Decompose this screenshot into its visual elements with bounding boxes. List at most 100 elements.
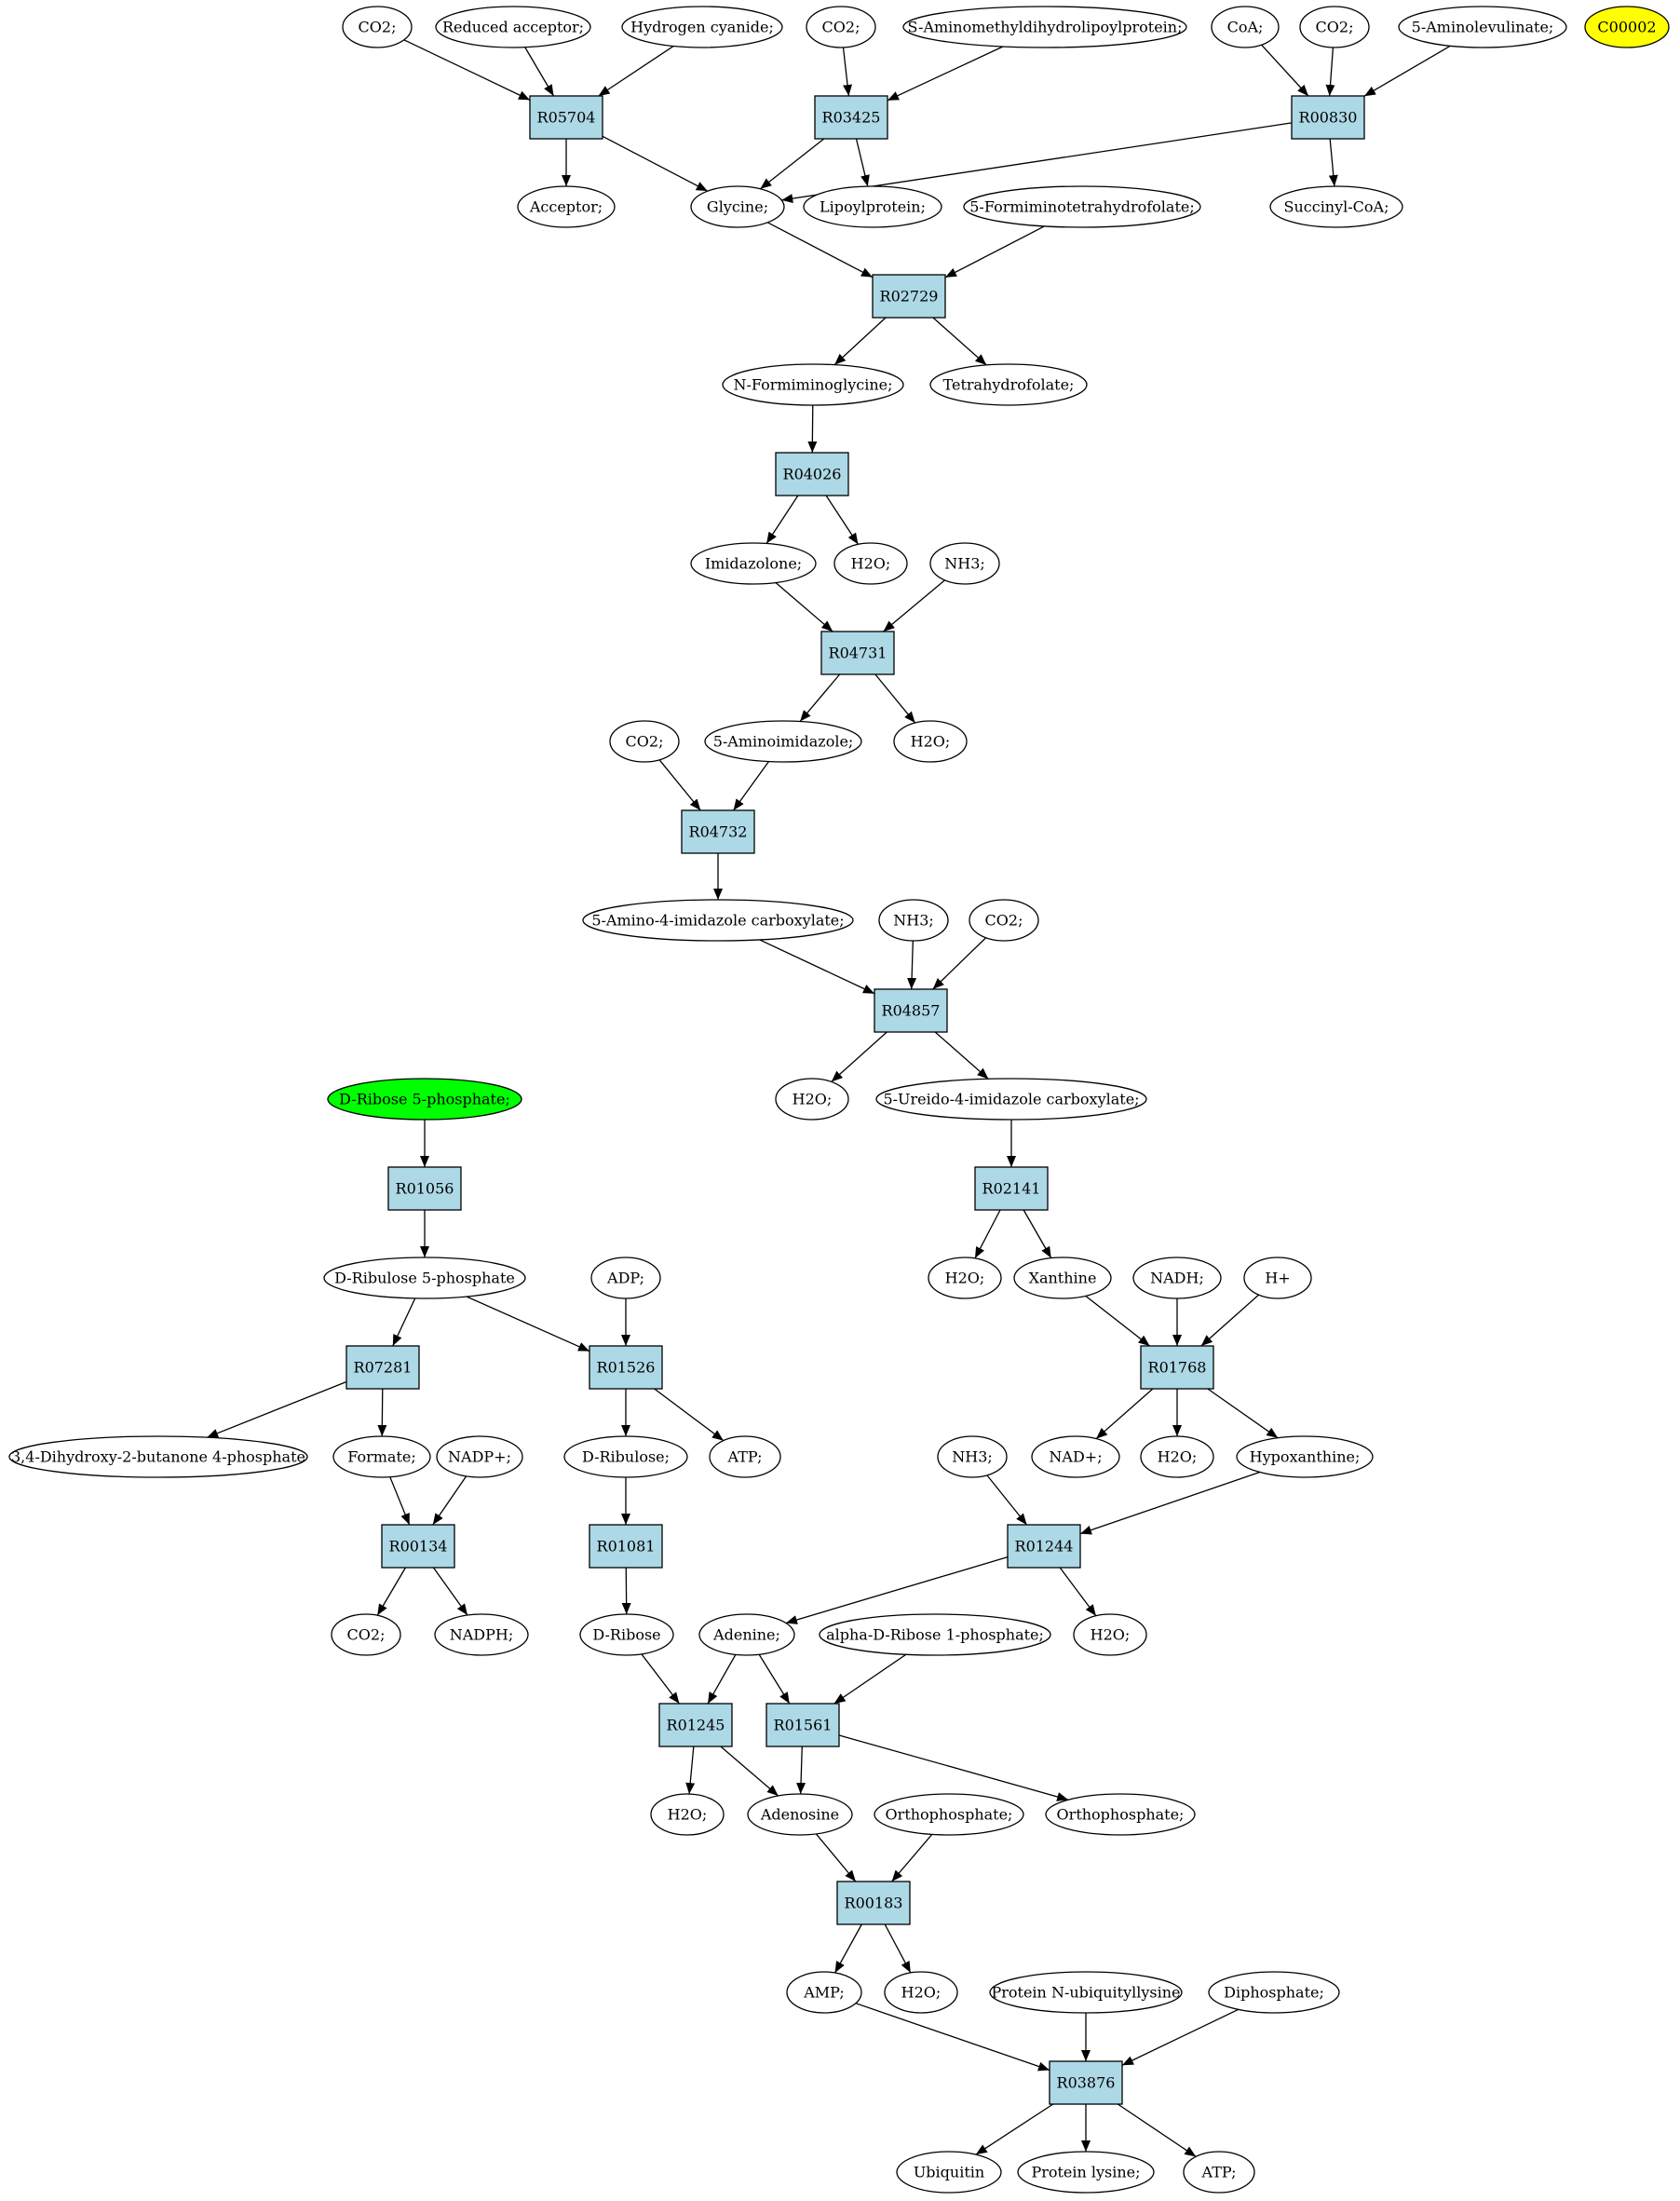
node-label: H+ (1265, 1270, 1290, 1287)
compound-node-c_adenosine[interactable]: Adenosine (747, 1793, 853, 1836)
compound-node-c_adp[interactable]: ADP; (590, 1257, 661, 1299)
compound-node-c_samdlp[interactable]: S-Aminomethyldihydrolipoylprotein; (902, 6, 1187, 48)
edge-r_R01244-to-c_h2o_6 (1059, 1567, 1097, 1617)
edge-r_R07281-to-c_formate (377, 1388, 387, 1437)
compound-node-c_5ai[interactable]: 5-Aminoimidazole; (704, 720, 862, 763)
reaction-node-r_R01561[interactable]: R01561 (765, 1703, 840, 1747)
reaction-box (814, 95, 888, 140)
reaction-node-r_R00183[interactable]: R00183 (836, 1881, 911, 1925)
compound-node-c_glycine[interactable]: Glycine; (690, 185, 785, 228)
edge-r_R02141-to-c_h2o_4 (974, 1209, 1001, 1259)
node-label: Protein N-ubiquityllysine (991, 1984, 1180, 2002)
reaction-node-r_R01526[interactable]: R01526 (589, 1345, 663, 1390)
compound-node-c_h2o_2[interactable]: H2O; (893, 720, 968, 763)
reaction-node-r_R05704[interactable]: R05704 (529, 95, 603, 140)
compound-node-c_atp_2[interactable]: ATP; (1183, 2151, 1255, 2194)
compound-node-c_ar1p[interactable]: alpha-D-Ribose 1-phosphate; (819, 1613, 1051, 1656)
compound-node-c_h2o_5[interactable]: H2O; (1140, 1435, 1214, 1478)
reaction-box (381, 1524, 455, 1569)
reaction-box (345, 1345, 420, 1390)
compound-node-c_h2o_3[interactable]: H2O; (775, 1078, 849, 1121)
compound-node-c_ru5p[interactable]: D-Ribulose 5-phosphate (323, 1257, 526, 1299)
compound-node-c_co2_2[interactable]: CO2; (806, 6, 876, 48)
reaction-node-r_R01081[interactable]: R01081 (589, 1524, 663, 1569)
compound-node-c_nfg[interactable]: N-Formiminoglycine; (722, 363, 904, 406)
node-label: Formate; (347, 1448, 416, 1466)
reaction-node-r_R07281[interactable]: R07281 (345, 1345, 420, 1390)
compound-node-c_r5p[interactable]: D-Ribose 5-phosphate; (327, 1078, 522, 1121)
compound-node-c_nadh[interactable]: NADH; (1132, 1257, 1222, 1299)
compound-node-c_imidazolone[interactable]: Imidazolone; (690, 542, 817, 585)
reaction-node-r_R01768[interactable]: R01768 (1140, 1345, 1214, 1390)
compound-node-c_fthf[interactable]: 5-Formiminotetrahydrofolate; (963, 185, 1201, 228)
compound-node-c_h2o_8[interactable]: H2O; (884, 1971, 958, 2014)
node-label: 5-Aminoimidazole; (713, 733, 854, 751)
reaction-node-r_R04731[interactable]: R04731 (820, 631, 895, 675)
compound-node-c_ala[interactable]: 5-Aminolevulinate; (1398, 6, 1567, 48)
reaction-node-r_R01244[interactable]: R01244 (1007, 1524, 1081, 1569)
compound-node-c_hypoxanthine[interactable]: Hypoxanthine; (1236, 1435, 1374, 1478)
compound-node-c_nadph[interactable]: NADPH; (434, 1613, 529, 1656)
compound-node-c_atp_1[interactable]: ATP; (709, 1435, 781, 1478)
compound-node-c_5a4ic[interactable]: 5-Amino-4-imidazole carboxylate; (582, 899, 854, 942)
compound-node-c_acceptor[interactable]: Acceptor; (517, 185, 616, 228)
reaction-node-r_R04732[interactable]: R04732 (681, 809, 755, 854)
compound-node-c_nad[interactable]: NAD+; (1031, 1435, 1120, 1478)
compound-node-c_h2o_1[interactable]: H2O; (833, 542, 908, 585)
compound-node-c_dhbp[interactable]: 3,4-Dihydroxy-2-butanone 4-phosphate (8, 1435, 308, 1478)
compound-node-c_h2o_6[interactable]: H2O; (1073, 1613, 1147, 1656)
compound-node-c_pi_2[interactable]: Orthophosphate; (1045, 1793, 1196, 1836)
edge-r_R02729-to-c_nfg (833, 317, 887, 366)
compound-node-c_ppi[interactable]: Diphosphate; (1208, 1971, 1340, 2014)
compound-node-c_nh3_2[interactable]: NH3; (878, 899, 949, 942)
reaction-node-r_R03425[interactable]: R03425 (814, 95, 888, 140)
reaction-node-r_R04857[interactable]: R04857 (874, 988, 948, 1033)
compound-node-c_redacc[interactable]: Reduced acceptor; (435, 6, 591, 48)
compound-node-c_ubiquitin[interactable]: Ubiquitin (896, 2151, 1002, 2194)
compound-node-c_co2_5[interactable]: CO2; (969, 899, 1039, 942)
edge-c_hcn-to-r_R05704 (598, 45, 674, 97)
compound-node-c_h2o_7[interactable]: H2O; (650, 1793, 725, 1836)
reaction-node-r_R04026[interactable]: R04026 (775, 452, 849, 496)
compound-node-c_thf[interactable]: Tetrahydrofolate; (929, 363, 1088, 406)
compound-node-c_hcn[interactable]: Hydrogen cyanide; (621, 6, 783, 48)
compound-ellipse (969, 899, 1039, 942)
reaction-node-r_R03876[interactable]: R03876 (1049, 2060, 1123, 2105)
compound-node-c_co2_3[interactable]: CO2; (1299, 6, 1370, 48)
node-label: Adenine; (712, 1626, 780, 1644)
compound-node-c_co2_4[interactable]: CO2; (609, 720, 680, 763)
compound-node-c_nadp[interactable]: NADP+; (436, 1435, 523, 1478)
edge-c_co2_3-to-r_R00830 (1325, 47, 1335, 97)
compound-node-c_protlys[interactable]: Protein lysine; (1017, 2151, 1155, 2194)
compound-node-c_pi_1[interactable]: Orthophosphate; (874, 1793, 1024, 1836)
compound-node-c_pnul[interactable]: Protein N-ubiquityllysine (989, 1971, 1183, 2014)
reaction-node-r_R00830[interactable]: R00830 (1291, 95, 1365, 140)
compound-node-c_adenine[interactable]: Adenine; (698, 1613, 795, 1656)
edge-c_ppi-to-r_R03876 (1121, 2008, 1239, 2066)
compound-node-c_succoa[interactable]: Succinyl-CoA; (1269, 185, 1403, 228)
reaction-node-r_R01245[interactable]: R01245 (658, 1703, 733, 1747)
node-label: Imidazolone; (705, 555, 802, 573)
compound-node-c_h2o_4[interactable]: H2O; (928, 1257, 1002, 1299)
compound-node-c_formate[interactable]: Formate; (332, 1435, 431, 1478)
node-label: R04731 (829, 645, 887, 662)
reaction-node-r_R02141[interactable]: R02141 (974, 1166, 1049, 1211)
compound-node-c_nh3_1[interactable]: NH3; (929, 542, 1000, 585)
reaction-node-r_R01056[interactable]: R01056 (387, 1166, 462, 1211)
compound-node-c_hplus[interactable]: H+ (1243, 1257, 1312, 1299)
compound-node-c_co2_1[interactable]: CO2; (342, 6, 413, 48)
reaction-node-r_R00134[interactable]: R00134 (381, 1524, 455, 1569)
compound-node-c_lipoprot[interactable]: Lipoylprotein; (803, 185, 942, 228)
compound-node-c_xanthine[interactable]: Xanthine (1013, 1257, 1112, 1299)
compound-node-c_ribulose[interactable]: D-Ribulose; (563, 1435, 688, 1478)
reaction-node-r_R02729[interactable]: R02729 (872, 274, 946, 319)
compound-node-c_c00002[interactable]: C00002 (1584, 6, 1670, 48)
compound-node-c_co2_6[interactable]: CO2; (331, 1613, 401, 1656)
node-label: H2O; (1158, 1448, 1198, 1466)
compound-node-c_coa[interactable]: CoA; (1211, 6, 1280, 48)
compound-node-c_ribose[interactable]: D-Ribose (579, 1613, 674, 1656)
compound-node-c_amp[interactable]: AMP; (786, 1971, 862, 2014)
compound-node-c_nh3_3[interactable]: NH3; (937, 1435, 1008, 1478)
compound-node-c_5u4ic[interactable]: 5-Ureido-4-imidazole carboxylate; (875, 1078, 1147, 1121)
edge-c_nadp-to-r_R00134 (432, 1475, 467, 1526)
